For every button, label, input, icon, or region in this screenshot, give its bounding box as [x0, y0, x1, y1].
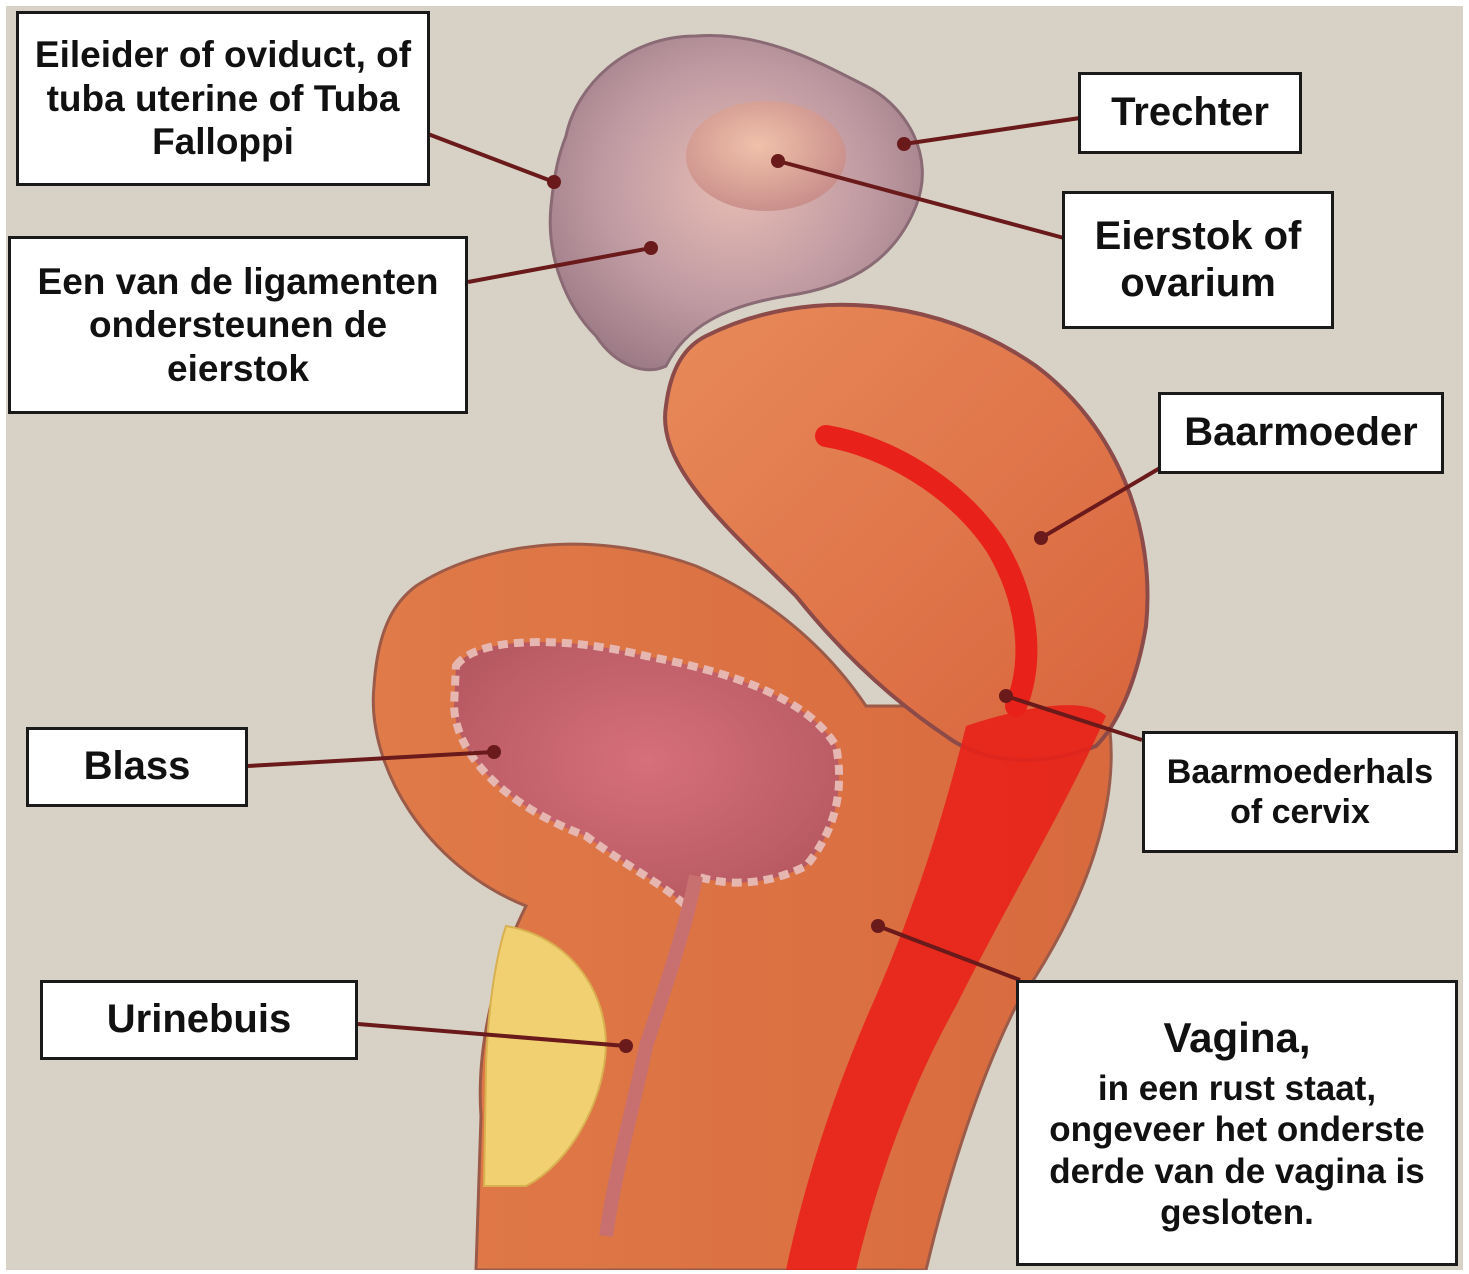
- label-trechter-text: Trechter: [1111, 89, 1269, 136]
- label-cervix-line1: Baarmoederhals: [1167, 752, 1433, 792]
- label-oviduct-line1: Eileider of oviduct, of: [35, 33, 411, 77]
- ovary-shape: [686, 101, 846, 211]
- label-oviduct-line2: tuba uterine of Tuba: [35, 77, 411, 121]
- label-bladder-text: Blass: [84, 743, 191, 790]
- label-oviduct-line3: Falloppi: [35, 120, 411, 164]
- label-vagina-line3: derde van de vagina is: [1049, 1151, 1424, 1192]
- label-ovary: Eierstok of ovarium: [1062, 191, 1334, 329]
- label-uterus: Baarmoeder: [1158, 392, 1444, 474]
- label-trechter: Trechter: [1078, 72, 1302, 154]
- label-oviduct: Eileider of oviduct, of tuba uterine of …: [16, 11, 430, 186]
- label-vagina-title: Vagina,: [1049, 1013, 1424, 1063]
- label-vagina: Vagina, in een rust staat, ongeveer het …: [1016, 980, 1458, 1266]
- label-vagina-line4: gesloten.: [1049, 1192, 1424, 1233]
- label-urethra-text: Urinebuis: [107, 996, 291, 1043]
- label-ligament-line1: Een van de ligamenten: [38, 260, 439, 304]
- label-cervix: Baarmoederhals of cervix: [1142, 731, 1458, 853]
- label-ligament: Een van de ligamenten ondersteunen de ei…: [8, 236, 468, 414]
- diagram-canvas: Eileider of oviduct, of tuba uterine of …: [6, 6, 1463, 1270]
- label-ovary-line1: Eierstok of: [1095, 213, 1302, 260]
- label-vagina-line1: in een rust staat,: [1049, 1068, 1424, 1109]
- label-cervix-line2: of cervix: [1167, 792, 1433, 832]
- label-bladder: Blass: [26, 727, 248, 807]
- label-vagina-line2: ongeveer het onderste: [1049, 1109, 1424, 1150]
- label-ligament-line2: ondersteunen de: [38, 303, 439, 347]
- label-ovary-line2: ovarium: [1095, 260, 1302, 307]
- label-urethra: Urinebuis: [40, 980, 358, 1060]
- label-ligament-line3: eierstok: [38, 347, 439, 391]
- label-uterus-text: Baarmoeder: [1184, 409, 1417, 456]
